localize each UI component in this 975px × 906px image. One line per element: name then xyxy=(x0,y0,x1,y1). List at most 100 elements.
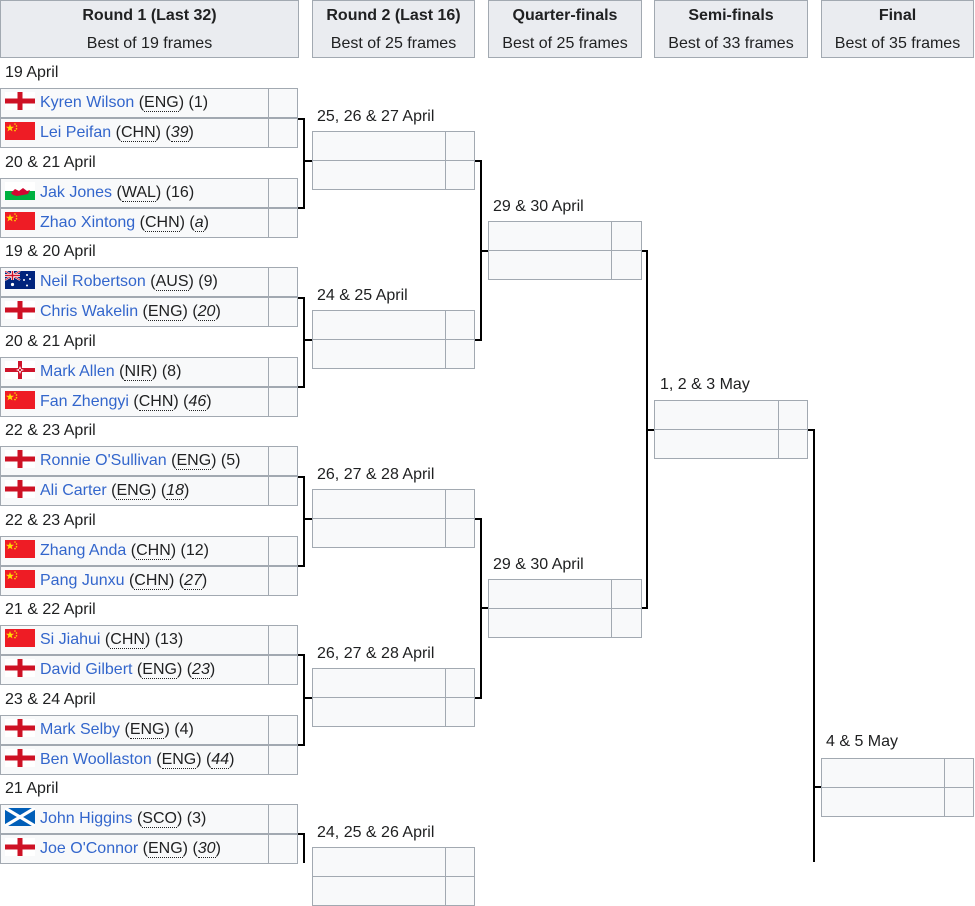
player-slot: Jak Jones (WAL) (16) xyxy=(0,178,298,208)
player-entry: Fan Zhengyi (CHN) (46) xyxy=(1,388,269,416)
empty-name-cell xyxy=(313,519,446,547)
bracket-connector xyxy=(298,118,305,120)
player-slot: Ronnie O'Sullivan (ENG) (5) xyxy=(0,446,298,476)
match-date: 23 & 24 April xyxy=(5,690,96,708)
northern-ireland-flag-icon xyxy=(5,361,35,380)
match-date: 22 & 23 April xyxy=(5,511,96,529)
player-name-link[interactable]: John Higgins xyxy=(40,810,133,827)
player-name-link[interactable]: Mark Allen xyxy=(40,363,115,380)
player-slot: Zhang Anda (CHN) (12) xyxy=(0,536,298,566)
china-flag-icon xyxy=(5,540,35,559)
england-flag-icon xyxy=(5,480,35,499)
bracket-connector xyxy=(813,786,821,788)
seed-number: 1 xyxy=(193,94,203,111)
player-entry: Ali Carter (ENG) (18) xyxy=(1,477,269,505)
seed-number: 20 xyxy=(197,303,216,321)
country-code: ENG xyxy=(147,303,183,321)
bracket-connector xyxy=(298,833,305,835)
country-code: ENG xyxy=(116,482,152,500)
seed-number: 16 xyxy=(171,184,189,201)
england-flag-icon xyxy=(5,719,35,738)
match-date: 22 & 23 April xyxy=(5,422,96,439)
player-name-link[interactable]: Si Jiahui xyxy=(40,631,101,648)
country-code: ENG xyxy=(148,840,183,858)
match-date: 21 April xyxy=(5,780,59,797)
player-name-link[interactable]: Zhang Anda xyxy=(40,542,127,559)
country-code: SCO xyxy=(142,810,177,828)
country-code: CHN xyxy=(138,393,174,411)
wales-flag-icon xyxy=(5,182,35,201)
player-entry: Mark Allen (NIR) (8) xyxy=(1,358,269,386)
bracket-connector xyxy=(475,518,482,520)
seed-number: 3 xyxy=(192,810,201,827)
empty-name-cell xyxy=(313,698,446,726)
seed-number: 9 xyxy=(203,273,213,290)
player-entry: Kyren Wilson (ENG) (1) xyxy=(1,89,269,117)
match-date: 29 & 30 April xyxy=(493,198,584,215)
seed-number: 39 xyxy=(170,124,189,142)
china-flag-icon xyxy=(5,212,35,231)
bracket-connector xyxy=(475,697,482,699)
bracket-connector xyxy=(303,833,305,863)
player-name-link[interactable]: Kyren Wilson xyxy=(40,94,135,111)
header-title: Semi-finals xyxy=(688,7,774,24)
player-slot: Mark Selby (ENG) (4) xyxy=(0,715,298,745)
empty-name-cell xyxy=(489,580,612,608)
player-name-link[interactable]: Pang Junxu xyxy=(40,572,125,589)
player-entry: Mark Selby (ENG) (4) xyxy=(1,716,269,744)
bracket-connector xyxy=(303,518,312,520)
player-name-link[interactable]: Zhao Xintong xyxy=(40,214,136,231)
empty-player-slot xyxy=(821,758,974,788)
player-slot: Mark Allen (NIR) (8) xyxy=(0,357,298,387)
player-name-link[interactable]: Chris Wakelin xyxy=(40,303,139,320)
bracket-connector xyxy=(303,160,312,162)
empty-player-slot xyxy=(312,518,475,548)
empty-player-slot xyxy=(312,131,475,161)
empty-player-slot xyxy=(312,339,475,369)
england-flag-icon xyxy=(5,838,35,857)
player-entry: Neil Robertson (AUS) (9) xyxy=(1,268,269,296)
player-name-link[interactable]: Lei Peifan xyxy=(40,124,112,141)
player-name-link[interactable]: Joe O'Connor xyxy=(40,840,139,857)
bracket-connector xyxy=(475,339,482,341)
seed-number: 5 xyxy=(226,452,236,469)
player-name-link[interactable]: Jak Jones xyxy=(40,184,113,201)
player-name-link[interactable]: David Gilbert xyxy=(40,661,133,678)
bracket-connector xyxy=(298,297,305,299)
seed-number: 23 xyxy=(192,661,210,679)
empty-player-slot xyxy=(312,489,475,519)
player-name-link[interactable]: Ali Carter xyxy=(40,482,107,499)
empty-name-cell xyxy=(313,490,446,518)
match-date: 20 & 21 April xyxy=(5,153,96,171)
match-date: 1, 2 & 3 May xyxy=(660,376,750,393)
player-name-link[interactable]: Ronnie O'Sullivan xyxy=(40,452,167,469)
country-code: CHN xyxy=(144,214,180,232)
empty-name-cell xyxy=(313,340,446,368)
seed-number: 12 xyxy=(185,542,204,559)
match-date: 20 & 21 April xyxy=(5,332,96,350)
empty-player-slot xyxy=(654,400,808,430)
header-subtitle: Best of 33 frames xyxy=(668,35,794,52)
england-flag-icon xyxy=(5,92,35,111)
bracket-connector xyxy=(480,250,488,252)
match-date: 26, 27 & 28 April xyxy=(317,466,435,483)
player-name-link[interactable]: Mark Selby xyxy=(40,721,121,738)
bracket-connector xyxy=(475,160,482,162)
england-flag-icon xyxy=(5,659,35,678)
player-name-link[interactable]: Fan Zhengyi xyxy=(40,393,129,410)
scotland-flag-icon xyxy=(5,808,35,827)
china-flag-icon xyxy=(5,570,35,589)
seed-number: 46 xyxy=(188,393,207,411)
player-name-link[interactable]: Neil Robertson xyxy=(40,273,146,290)
bracket-connector xyxy=(298,654,305,656)
header-round-2: Round 2 (Last 16) Best of 25 frames xyxy=(312,0,475,58)
match-date: 21 & 22 April xyxy=(5,601,96,618)
player-entry: Si Jiahui (CHN) (13) xyxy=(1,626,269,654)
country-code: AUS xyxy=(155,273,189,291)
empty-name-cell xyxy=(489,222,612,250)
player-slot: David Gilbert (ENG) (23) xyxy=(0,655,298,685)
country-code: WAL xyxy=(121,184,156,202)
player-name-link[interactable]: Ben Woollaston xyxy=(40,751,152,768)
bracket-connector xyxy=(642,607,648,609)
bracket-connector xyxy=(303,697,312,699)
